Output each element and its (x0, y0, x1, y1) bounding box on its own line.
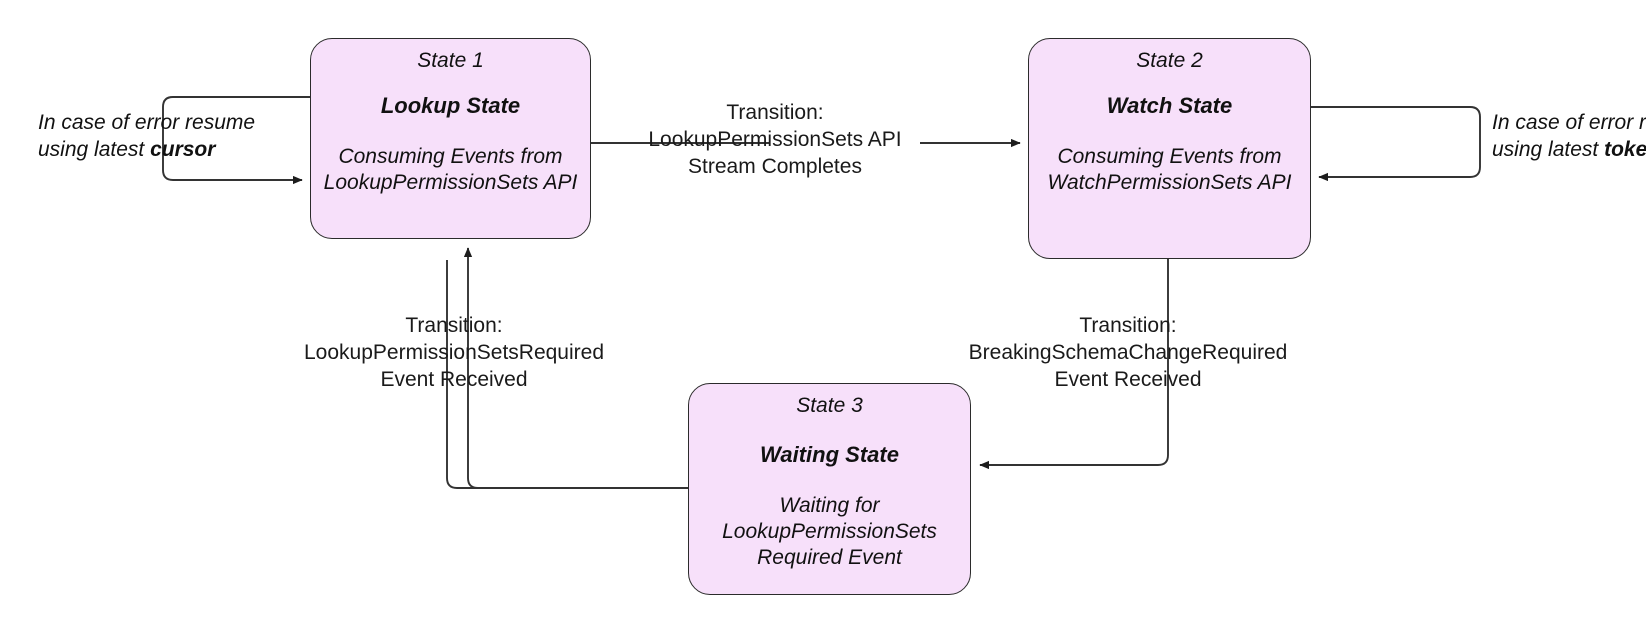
state-node-watch-state[interactable]: State 2 Watch State Consuming Events fro… (1028, 38, 1311, 259)
state-title: Lookup State (380, 93, 521, 119)
state-description: Consuming Events from LookupPermissionSe… (323, 145, 578, 194)
self-loop-label-state2: In case of error resume using latest tok… (1492, 109, 1646, 164)
transition-label-state2-to-state3: Transition: BreakingSchemaChangeRequired… (968, 314, 1288, 391)
transition-label-state1-to-state2: Transition: LookupPermissionSets API Str… (648, 101, 902, 178)
connector-state3-to-state1 (446, 247, 688, 489)
self-loop-label-line2-prefix: using latest (38, 138, 151, 162)
state-description: Consuming Events from WatchPermissionSet… (1047, 145, 1292, 194)
self-loop-label-line2-emphasis: cursor (150, 138, 216, 162)
self-loop-label-state1: In case of error resume using latest cur… (38, 109, 283, 164)
self-loop-label-line2-emphasis: token (1604, 138, 1646, 162)
self-loop-label-line1: In case of error resume (1492, 111, 1646, 134)
self-loop-label-line1: In case of error resume (38, 111, 256, 134)
state-title: Waiting State (760, 442, 899, 468)
state-index-label: State 3 (796, 394, 863, 417)
self-loop-connector-state1 (162, 96, 310, 185)
state-title: Watch State (1106, 93, 1233, 119)
self-loop-label-line2-prefix: using latest (1492, 138, 1605, 162)
connector-state2-to-state3 (979, 259, 1169, 470)
state-node-waiting-state[interactable]: State 3 Waiting State Waiting for Lookup… (688, 383, 971, 595)
state-index-label: State 1 (417, 49, 484, 72)
self-loop-connector-state2 (1311, 106, 1481, 182)
state-index-label: State 2 (1136, 49, 1203, 72)
transition-label-state3-to-state1: Transition: LookupPermissionSetsRequired… (304, 314, 604, 391)
state-node-lookup-state[interactable]: State 1 Lookup State Consuming Events fr… (310, 38, 591, 239)
state-description: Waiting for LookupPermissionSets Require… (722, 494, 937, 569)
